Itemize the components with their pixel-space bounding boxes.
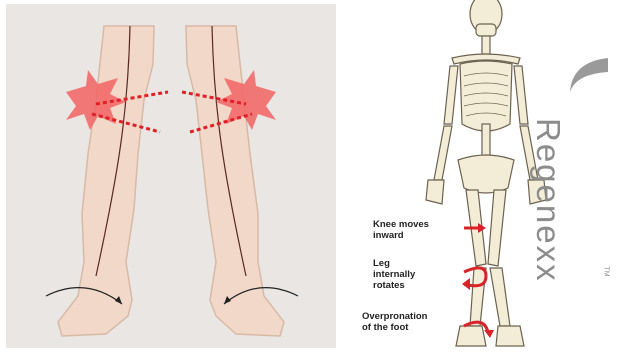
brand-logo-text: Regenexx xyxy=(527,118,567,218)
ribcage xyxy=(460,61,512,131)
right-tibia xyxy=(490,268,510,326)
label-overpronation-foot: Overpronation of the foot xyxy=(362,311,427,333)
skeleton-illustration-panel xyxy=(340,0,618,352)
right-leg xyxy=(186,26,284,336)
jaw xyxy=(476,24,496,36)
left-foot xyxy=(456,326,486,346)
left-leg xyxy=(58,26,154,336)
logo-swoosh-icon xyxy=(570,58,608,92)
left-forearm xyxy=(434,126,452,180)
skeleton-illustration xyxy=(340,0,618,352)
legs-illustration-panel xyxy=(6,4,336,348)
left-tibia xyxy=(470,268,486,326)
right-upper-arm xyxy=(514,66,528,124)
neck xyxy=(482,36,490,54)
left-hand xyxy=(426,180,444,204)
brand-trademark: TM xyxy=(603,266,610,276)
red-arrow-icon-head xyxy=(462,278,470,290)
legs-illustration xyxy=(6,4,336,348)
label-knee-moves-inward: Knee moves inward xyxy=(373,219,429,241)
right-foot xyxy=(496,326,524,346)
left-upper-arm xyxy=(444,66,458,124)
right-femur xyxy=(488,190,506,266)
pelvis xyxy=(458,155,514,193)
red-arrow-icon-head xyxy=(484,330,494,338)
label-leg-internally-rotates: Leg internally rotates xyxy=(373,258,415,291)
